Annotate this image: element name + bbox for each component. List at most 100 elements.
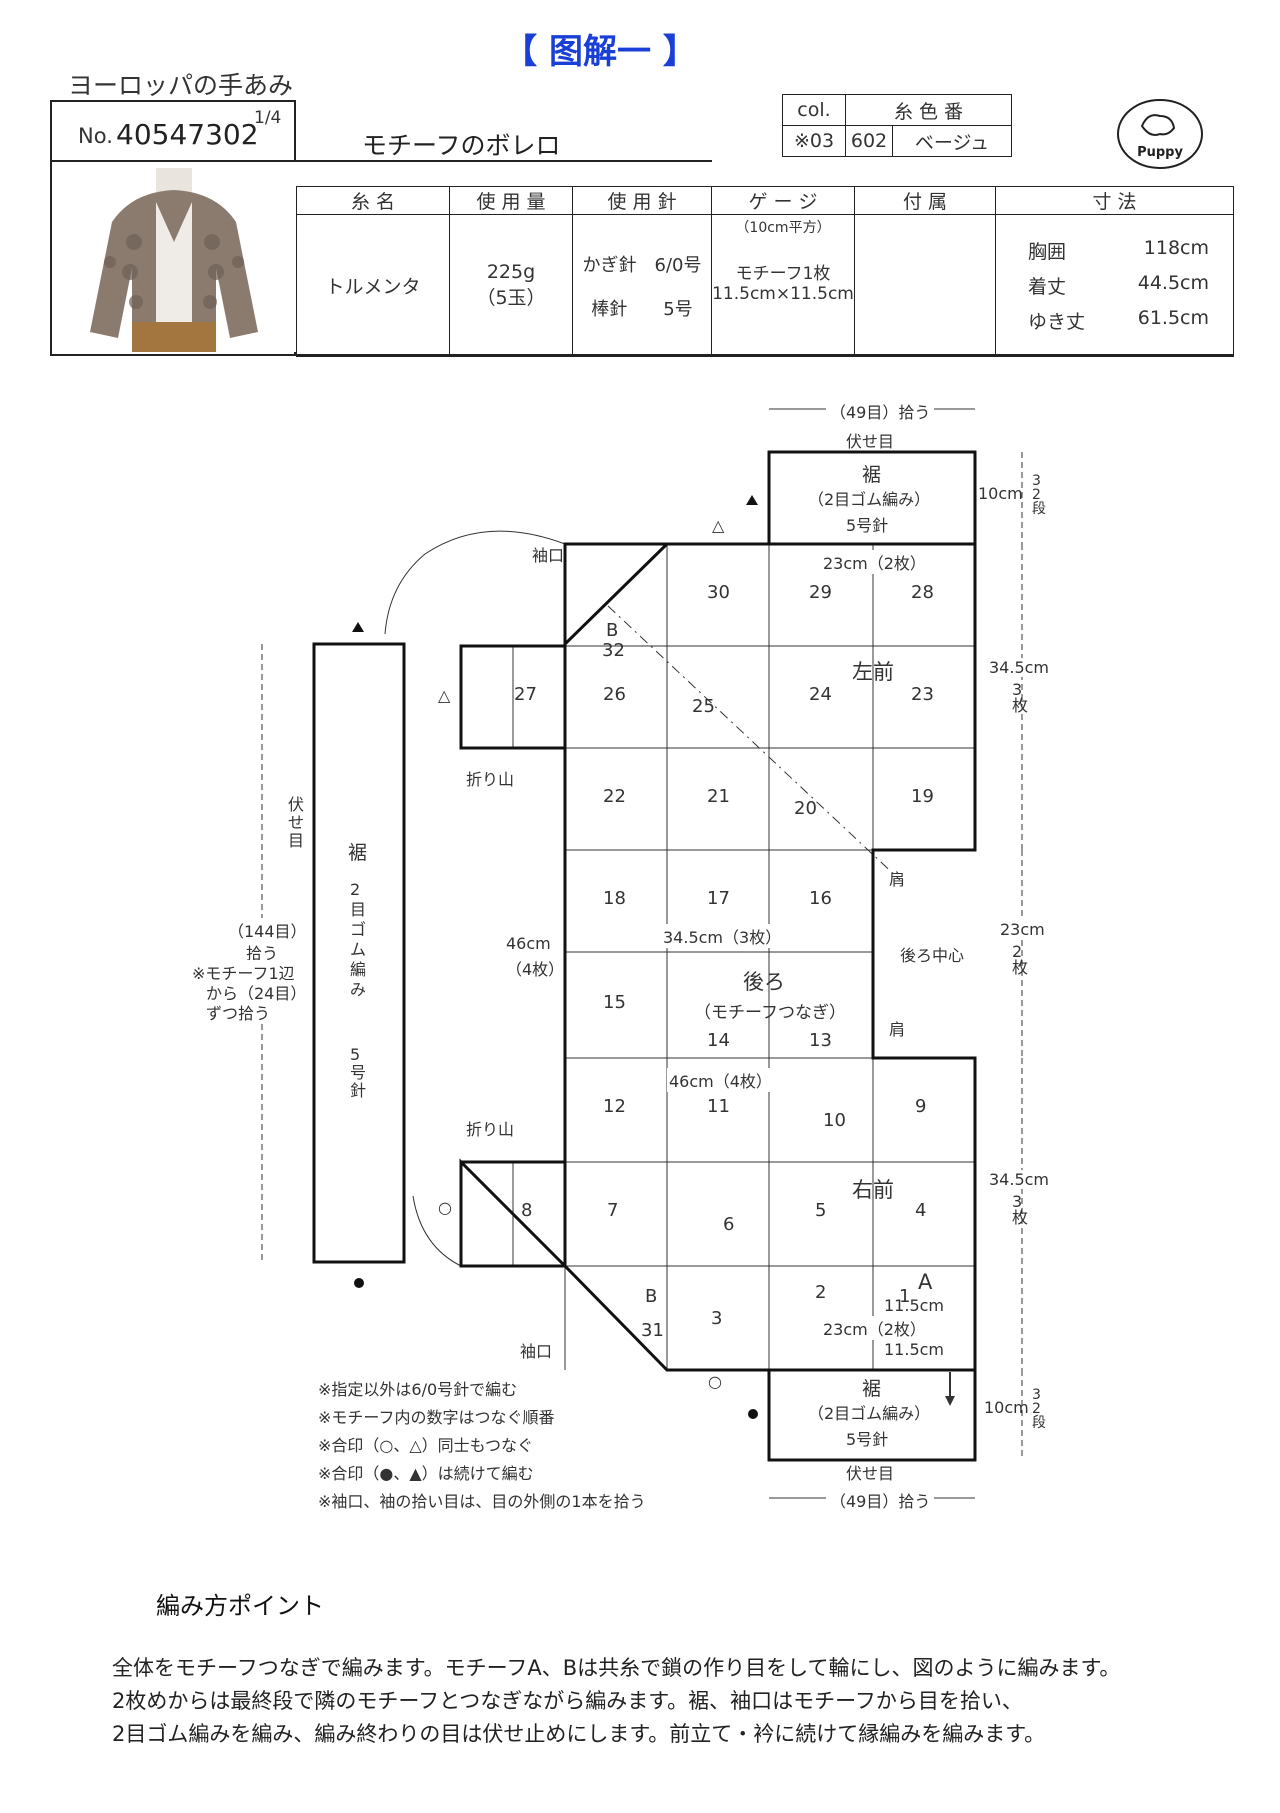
size-value: 61.5cm: [1137, 307, 1209, 329]
back-height: 23cm: [1000, 920, 1045, 939]
motif-number: 1: [899, 1286, 911, 1307]
pattern-name: モチーフのボレロ: [362, 131, 561, 160]
motif-number: 5: [815, 1200, 827, 1221]
hem-top-rows: 32段: [1032, 473, 1046, 517]
logo-text: Puppy: [1137, 145, 1183, 160]
amount-grams: 225g: [486, 261, 536, 283]
fold-label-lower: 折り山: [466, 1120, 515, 1139]
triangle-filled-mark: [746, 495, 758, 505]
left-front-label: 左前: [852, 660, 894, 684]
page-indicator: 1/4: [254, 108, 282, 128]
cuff-label-lower: 袖口: [520, 1342, 553, 1361]
motif-number: 22: [603, 786, 626, 807]
pattern-no-prefix: No.: [78, 124, 113, 148]
needle-knit: 棒針 5号: [591, 298, 693, 320]
note-item: ※合印（○、△）同士もつなぐ: [318, 1436, 534, 1455]
color-name: ベージュ: [892, 125, 1012, 157]
size-value: 118cm: [1143, 237, 1209, 259]
front-count-upper: 3枚: [1012, 680, 1029, 715]
name-underline: [296, 160, 712, 162]
hem-bottom-rib: （2目ゴム編み）: [808, 1404, 931, 1423]
side-needle-label: 5号針: [350, 1045, 367, 1100]
hem-top-height: 10cm: [978, 484, 1023, 503]
spec-header-needle: 使 用 針: [572, 186, 712, 215]
motif-number: 27: [514, 684, 537, 705]
spec-header-size: 寸 法: [995, 186, 1234, 215]
needles: かぎ針 6/0号 棒針 5号: [572, 214, 712, 357]
hem-top-label: 裾: [862, 464, 882, 486]
spec-table: 糸 名 使 用 量 使 用 針 ゲ ー ジ 付 属 寸 法 トルメンタ 225g…: [296, 186, 1234, 357]
spec-header-amount: 使 用 量: [449, 186, 573, 215]
hem-bottom-needle: 5号針: [846, 1430, 889, 1449]
back-note: （モチーフつなぎ）: [694, 1003, 846, 1023]
yarn-no-label: 糸 色 番: [845, 94, 1012, 126]
back-width-upper: 34.5cm（3枚）: [661, 924, 784, 948]
yarn-name: トルメンタ: [296, 214, 450, 357]
gauge: （10cm平方） モチーフ1枚 11.5cm×11.5cm: [711, 214, 855, 357]
circle-filled-mark: [748, 1409, 758, 1419]
motif-number: 3: [711, 1308, 723, 1329]
side-rib-label: 2目ゴム編み: [350, 880, 367, 999]
pickup-top: （49目）拾う: [826, 399, 935, 423]
motif-number: 28: [911, 582, 934, 603]
motif-a-height: 11.5cm: [884, 1340, 945, 1359]
size-row: ゆき丈 61.5cm: [996, 307, 1233, 334]
logo-ring: [1117, 99, 1203, 169]
bind-off-bottom: 伏せ目: [846, 1464, 895, 1483]
col-label: col.: [782, 94, 846, 126]
motif-number: 30: [707, 582, 730, 603]
back-center-label: 後ろ中心: [900, 946, 965, 965]
size-label: ゆき丈: [1028, 311, 1086, 333]
motif-number: 18: [603, 888, 626, 909]
gauge-line2: 11.5cm×11.5cm: [712, 284, 854, 304]
motif-number: 26: [603, 684, 626, 705]
back-width-lower: 46cm（4枚）: [667, 1068, 774, 1092]
col-value: ※03: [782, 125, 846, 157]
spec-header-gauge: ゲ ー ジ: [711, 186, 855, 215]
motif-number: 19: [911, 786, 934, 807]
puppy-logo: Puppy: [1117, 99, 1203, 169]
spec-header-yarn: 糸 名: [296, 186, 450, 215]
points-line: 2枚めからは最終段で隣のモチーフとつなぎながら編みます。裾、袖口はモチーフから目…: [112, 1689, 1023, 1713]
bolero-image: [52, 162, 296, 352]
motif-number: 20: [794, 798, 817, 819]
side-height: 46cm: [506, 934, 551, 953]
bind-off-top: 伏せ目: [846, 432, 895, 451]
motif-number: 11: [707, 1096, 730, 1117]
header-frame-left: [50, 100, 52, 356]
motif-number: 6: [723, 1214, 735, 1235]
amount-balls: （5玉）: [476, 287, 546, 309]
motif-number: 25: [692, 696, 715, 717]
pattern-number: 40547302: [116, 118, 259, 151]
hem-bottom-width: 23cm（2枚）: [821, 1316, 928, 1340]
side-hem-label: 裾: [348, 842, 368, 864]
size-label: 着丈: [1028, 276, 1067, 298]
note-item: ※袖口、袖の拾い目は、目の外側の1本を拾う: [318, 1492, 646, 1511]
motif-number: 23: [911, 684, 934, 705]
motif-number: 21: [707, 786, 730, 807]
points-line: 2目ゴム編みを編み、編み終わりの目は伏せ止めにします。前立て・衿に続けて縁編みを…: [112, 1722, 1046, 1746]
hem-bottom-label: 裾: [862, 1378, 882, 1400]
shoulder-label-lower: 肩: [889, 1020, 906, 1039]
hem-bottom-rows: 32段: [1032, 1387, 1046, 1431]
motif-a-width: 11.5cm: [884, 1296, 945, 1315]
motif-number: 9: [915, 1096, 927, 1117]
front-count-lower: 3枚: [1012, 1192, 1029, 1227]
motif-number: 29: [809, 582, 832, 603]
header-frame-top: [50, 100, 296, 102]
yarn-no: 602: [845, 125, 893, 157]
note-item: ※合印（●、▲）は続けて編む: [318, 1464, 534, 1483]
hem-top-needle: 5号針: [846, 516, 889, 535]
side-pickup-note3: ずつ拾う: [206, 1000, 271, 1024]
motif-number: 14: [707, 1030, 730, 1051]
pickup-bottom: （49目）拾う: [826, 1488, 935, 1512]
motif-number: 4: [915, 1200, 927, 1221]
motif-letter: A: [918, 1270, 933, 1294]
color-table: col. 糸 色 番 ※03 602 ベージュ: [782, 94, 1012, 157]
shoulder-label-upper: 肩: [889, 870, 906, 889]
motif-number: 15: [603, 992, 626, 1013]
back-count: 2枚: [1012, 942, 1029, 977]
